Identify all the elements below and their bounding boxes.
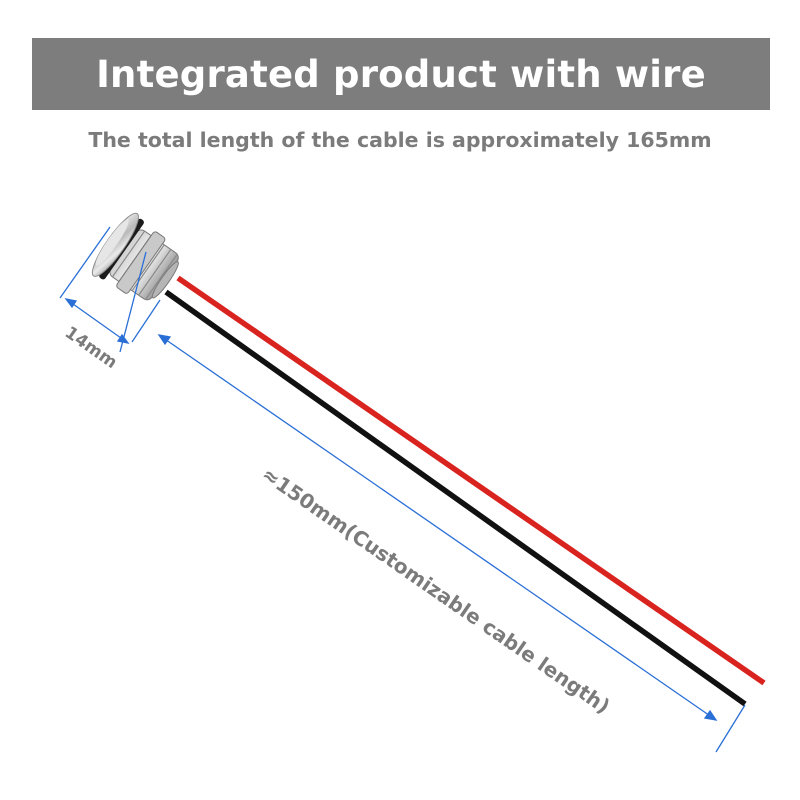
cable-length-label: ≈150mm(Customizable cable length)	[258, 462, 615, 719]
diameter-label: 14mm	[61, 323, 121, 373]
black-wire	[164, 289, 747, 707]
diameter-dimension	[59, 226, 147, 353]
page-title: Integrated product with wire	[96, 52, 706, 96]
red-wire	[176, 275, 766, 686]
cable-length-dimension	[131, 299, 746, 753]
connector-icon	[91, 212, 179, 301]
subtitle: The total length of the cable is approxi…	[88, 128, 712, 152]
title-banner: Integrated product with wire	[32, 38, 770, 110]
cable	[164, 275, 766, 707]
